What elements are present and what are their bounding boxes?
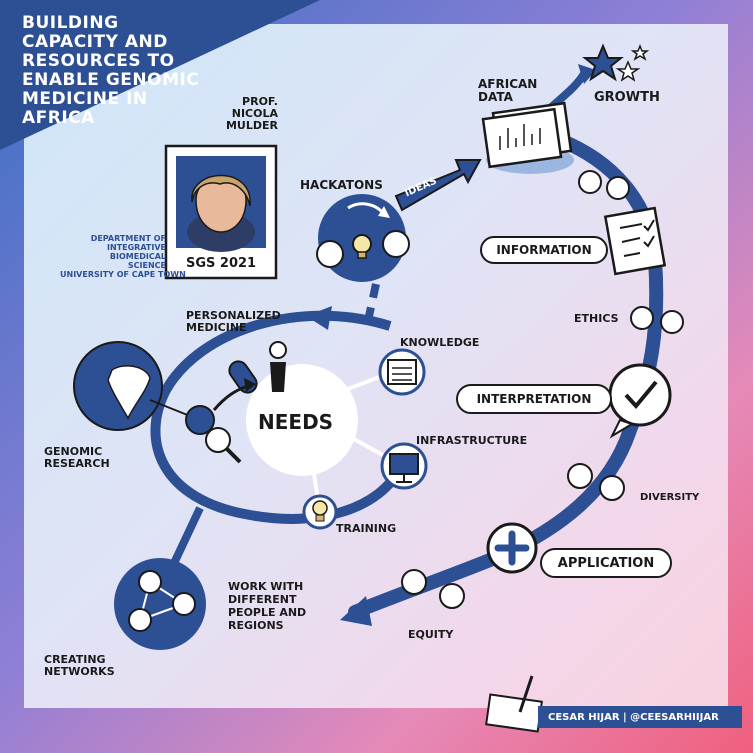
label-knowledge: KNOWLEDGE bbox=[400, 336, 480, 349]
speaker-first-name: NICOLA bbox=[231, 107, 278, 120]
label-work-with: WORK WiTH DiFFERENT PEOPLE AND REGiONS bbox=[228, 580, 306, 632]
hackaton-icon bbox=[316, 194, 410, 282]
title-line: ENABLE GENOMIC bbox=[22, 70, 200, 90]
label-line: REGiONS bbox=[228, 619, 284, 632]
label-ethics: ETHiCS bbox=[574, 312, 619, 325]
label-needs: NEEDS bbox=[258, 410, 334, 434]
affiliation: DEPARTMENT OF INTEGRATIVE BIOMEDICAL SCI… bbox=[60, 234, 186, 279]
label-line: MEDiCiNE bbox=[186, 321, 247, 334]
check-bubble-icon bbox=[608, 363, 672, 439]
label-hackatons: HACKATONS bbox=[300, 178, 383, 192]
label-line: PEOPLE AND bbox=[228, 606, 307, 619]
label-diversity: DiVERSiTY bbox=[640, 492, 700, 503]
title-line: AFRICA bbox=[22, 108, 95, 128]
label-african-data: AFRICAN DATA bbox=[478, 78, 537, 104]
label-growth: GROWTH bbox=[594, 90, 660, 105]
affiliation-line: DEPARTMENT OF bbox=[90, 234, 166, 243]
checklist-icon bbox=[603, 206, 667, 276]
label-interpretation: iNTERPRETATiON bbox=[456, 384, 612, 414]
plus-icon bbox=[486, 522, 538, 574]
affiliation-line: BIOMEDICAL bbox=[109, 252, 166, 261]
affiliation-line: UNIVERSITY OF CAPE TOWN bbox=[60, 270, 186, 279]
globe-icon bbox=[73, 341, 163, 431]
page-title: BUILDING CAPACITY AND RESOURCES TO ENABL… bbox=[22, 14, 212, 128]
label-line: DATA bbox=[478, 90, 513, 104]
pill-icon bbox=[228, 341, 287, 394]
label-training: TRAiNiNG bbox=[336, 522, 397, 535]
portrait-frame bbox=[164, 144, 278, 280]
faces-icon bbox=[401, 170, 684, 609]
label-line: RESEARCH bbox=[44, 457, 110, 470]
label-line: DiFFERENT bbox=[228, 593, 297, 606]
label-genomic-research: GENOMiC RESEARCH bbox=[44, 446, 110, 470]
data-documents-icon bbox=[481, 101, 574, 174]
star-icon bbox=[582, 43, 650, 82]
network-icon bbox=[114, 558, 206, 650]
artist-credit: CESAR HIJAR | @CEESARHIIJAR bbox=[548, 712, 719, 723]
label-infrastructure: iNFRASTRUCTURE bbox=[416, 434, 528, 447]
title-line: RESOURCES TO bbox=[22, 51, 175, 71]
label-equity: EQUiTY bbox=[408, 628, 454, 641]
lightbulb-icon bbox=[302, 494, 338, 530]
label-creating-networks: CREATiNG NETWORKS bbox=[44, 654, 115, 678]
dna-magnifier-icon bbox=[185, 378, 256, 464]
flow-arrowhead bbox=[340, 596, 372, 626]
title-line: MEDICINE IN bbox=[22, 89, 148, 109]
label-line: WORK WiTH bbox=[228, 580, 304, 593]
label-line: GENOMiC bbox=[44, 445, 103, 458]
title-line: CAPACITY AND bbox=[22, 32, 168, 52]
label-information: iNFORMATiON bbox=[480, 236, 608, 264]
affiliation-line: INTEGRATIVE bbox=[107, 243, 166, 252]
title-line: BUILDING bbox=[22, 13, 119, 33]
tablet-pen-icon bbox=[485, 675, 543, 733]
label-line: CREATiNG bbox=[44, 653, 106, 666]
label-application: APPLiCATiON bbox=[540, 548, 672, 578]
monitor-icon bbox=[380, 442, 428, 490]
dashed-link bbox=[362, 283, 380, 331]
label-line: AFRICAN bbox=[478, 77, 538, 91]
speaker-title: PROF. bbox=[242, 95, 278, 108]
ideas-arrow bbox=[394, 159, 482, 212]
label-line: NETWORKS bbox=[44, 665, 115, 678]
newspaper-icon bbox=[378, 348, 426, 396]
speaker-last-name: MULDER bbox=[225, 119, 278, 132]
label-line: PERSONALiZED bbox=[186, 309, 281, 322]
label-personalized-medicine: PERSONALiZED MEDiCiNE bbox=[186, 310, 281, 334]
affiliation-line: SCIENCE bbox=[127, 261, 166, 270]
event-label: SGS 2021 bbox=[186, 256, 257, 271]
